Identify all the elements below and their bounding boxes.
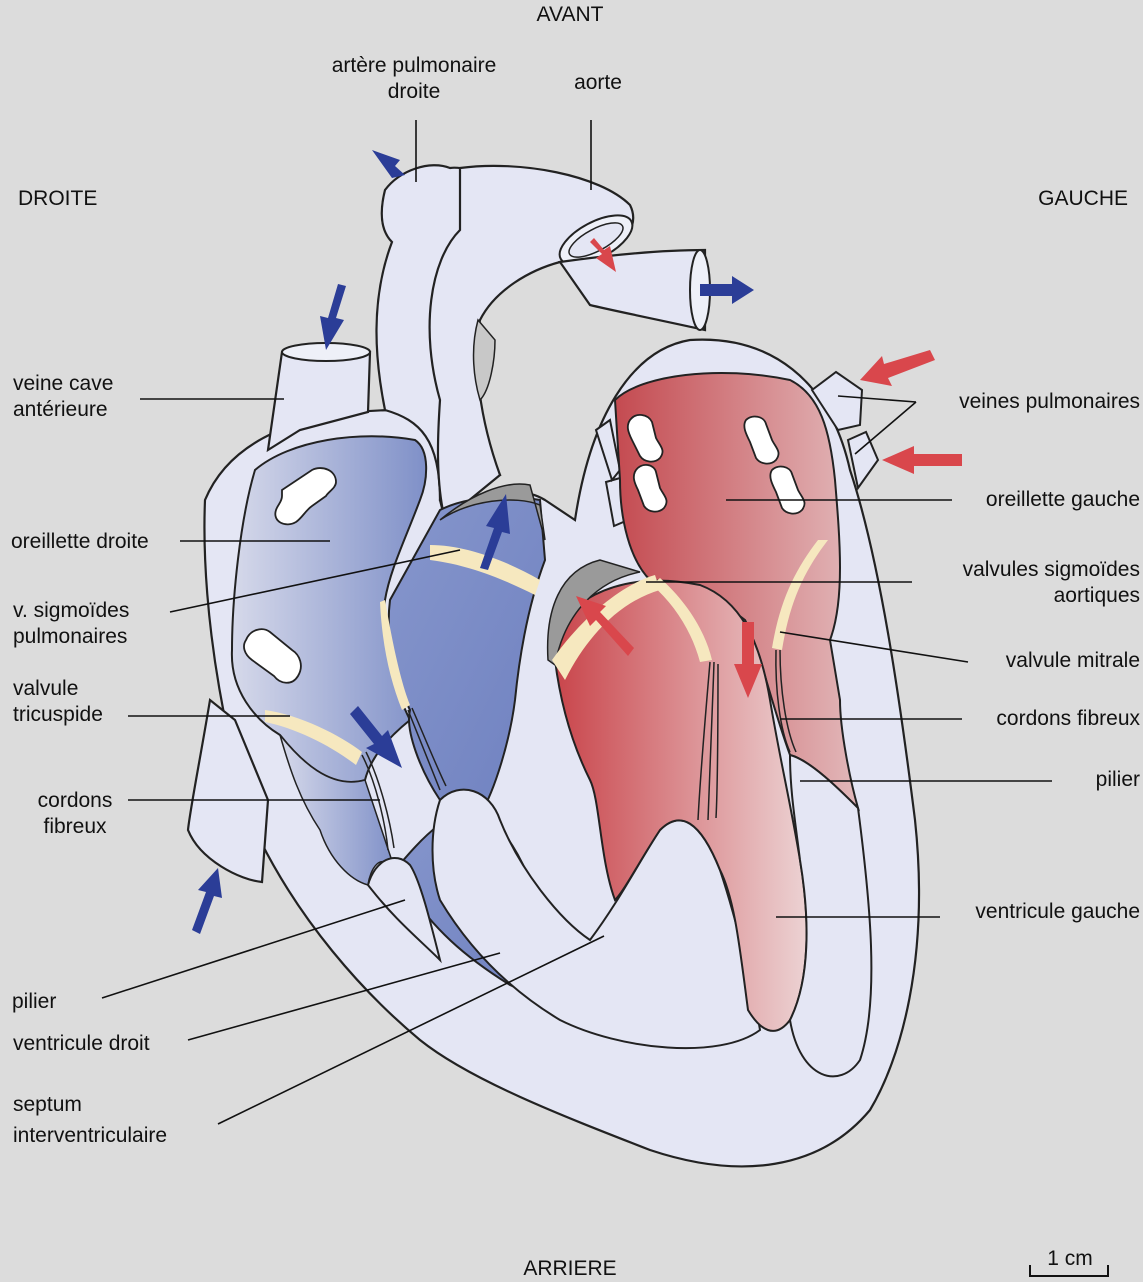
label-front: AVANT bbox=[520, 2, 620, 28]
label-left-ventricle: ventricule gauche bbox=[975, 899, 1140, 925]
label-back: ARRIERE bbox=[505, 1256, 635, 1282]
label-chordae-left: cordons fibreux bbox=[996, 706, 1140, 732]
label-pulmonary-veins: veines pulmonaires bbox=[959, 389, 1140, 415]
label-left-side: GAUCHE bbox=[1038, 186, 1128, 212]
arrow-vena-cava-in bbox=[320, 284, 346, 350]
scale-label: 1 cm bbox=[1032, 1246, 1108, 1272]
arrow-pulmonary-out bbox=[372, 150, 405, 178]
label-pillar-right: pilier bbox=[12, 989, 56, 1015]
label-right-ventricle: ventricule droit bbox=[13, 1031, 150, 1057]
arrow-pulmonary-vein-lower bbox=[882, 446, 962, 474]
aorta-branch bbox=[560, 250, 705, 330]
aorta-shadow bbox=[474, 320, 495, 400]
label-mitral-valve: valvule mitrale bbox=[1006, 648, 1140, 674]
label-right-atrium: oreillette droite bbox=[11, 529, 149, 555]
arrow-pulmonary-vein-upper bbox=[860, 350, 935, 386]
label-pillar-left: pilier bbox=[1096, 767, 1140, 793]
label-aorta: aorte bbox=[550, 70, 646, 96]
arrow-vena-cava-lower-in bbox=[192, 868, 222, 934]
label-right-side: DROITE bbox=[18, 186, 97, 212]
label-left-atrium: oreillette gauche bbox=[986, 487, 1140, 513]
